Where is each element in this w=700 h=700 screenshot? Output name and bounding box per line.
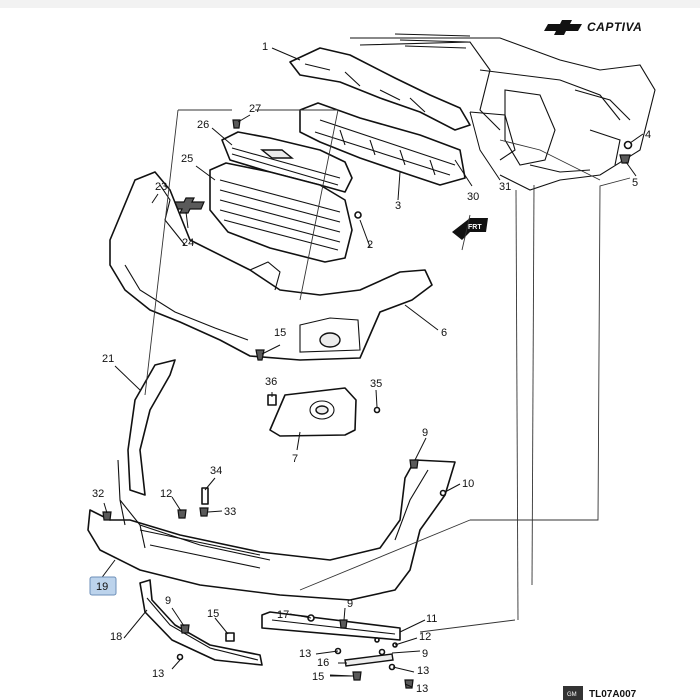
- callout-31: 31: [499, 181, 511, 193]
- callout-9-right: 9: [422, 648, 428, 660]
- callout-26: 26: [197, 119, 209, 131]
- fastener-part-4: [623, 140, 633, 150]
- callout-2: 2: [367, 239, 373, 251]
- brand-logo: CAPTIVA: [544, 20, 642, 35]
- callout-34: 34: [210, 465, 222, 477]
- lower-clips: [176, 614, 414, 689]
- callout-7: 7: [292, 453, 298, 465]
- callout-1: 1: [262, 41, 268, 53]
- callout-27: 27: [249, 103, 261, 115]
- screw-part-34: [201, 487, 209, 505]
- upper-absorber-part-1: [289, 47, 471, 131]
- energy-absorber-part-21: [127, 359, 176, 496]
- reference-block: GM TL07A007: [563, 686, 637, 700]
- callout-13-right-upper: 13: [417, 665, 429, 677]
- emblem-part-24: [168, 197, 205, 214]
- screw-part-35: [373, 406, 381, 414]
- front-direction-arrow: FRT: [452, 218, 488, 240]
- callout-12-left: 12: [160, 488, 172, 500]
- callout-13-middle: 13: [299, 648, 311, 660]
- reference-code: TL07A007: [589, 689, 637, 700]
- top-strip: [0, 0, 700, 8]
- assembly-reference-lines: [144, 109, 631, 633]
- lower-fascia-part-19: [87, 459, 456, 601]
- clip-part-32: [102, 511, 112, 521]
- deflector-strip-part-11: [261, 611, 401, 641]
- lower-grille-part-25: [209, 162, 353, 263]
- leader-lines: [99, 47, 644, 688]
- clip-part-12-left: [177, 509, 187, 519]
- callout-32: 32: [92, 488, 104, 500]
- callout-13-left: 13: [152, 668, 164, 680]
- callout-21: 21: [102, 353, 114, 365]
- callout-24: 24: [182, 237, 194, 249]
- callout-36: 36: [265, 376, 277, 388]
- callout-13-right-lower: 13: [416, 683, 428, 695]
- callout-3: 3: [395, 200, 401, 212]
- callout-35: 35: [370, 378, 382, 390]
- callout-19-highlight: 19: [89, 576, 117, 596]
- front-fascia-part-6: [109, 171, 433, 361]
- callout-9-middle: 9: [347, 598, 353, 610]
- fog-lamp-bezel-part-7: [269, 387, 357, 437]
- callout-30: 30: [467, 191, 479, 203]
- callout-33: 33: [224, 506, 236, 518]
- callout-11: 11: [426, 613, 437, 625]
- callout-16: 16: [317, 657, 329, 669]
- callout-10: 10: [462, 478, 474, 490]
- callout-18: 18: [110, 631, 122, 643]
- callout-5: 5: [632, 177, 638, 189]
- callout-15-lower: 15: [312, 671, 324, 683]
- gm-badge: GM: [567, 692, 577, 698]
- screw-part-10: [439, 489, 447, 497]
- callout-23: 23: [155, 181, 167, 193]
- callout-6: 6: [441, 327, 447, 339]
- clip-part-36: [267, 394, 277, 406]
- callout-12-right: 12: [419, 631, 431, 643]
- front-direction-label: FRT: [468, 224, 482, 231]
- callout-9-left: 9: [165, 595, 171, 607]
- callout-17: 17: [277, 609, 289, 621]
- callout-25: 25: [181, 153, 193, 165]
- callout-19: 19: [96, 581, 108, 593]
- upper-grille-part-26: [221, 131, 353, 193]
- strip-part-16: [344, 653, 394, 667]
- fastener-part-2: [354, 211, 362, 219]
- callout-labels: 1 2 3 4 5 6 7 9 10 12 34 33 32 21 15 36 …: [89, 41, 651, 695]
- radiator-support-structure: [350, 33, 656, 191]
- callout-9-upper: 9: [422, 427, 428, 439]
- chevrolet-bowtie-icon: [544, 20, 582, 35]
- callout-4: 4: [645, 129, 651, 141]
- bumper-impact-bar-part-3: [299, 102, 466, 186]
- brand-model: CAPTIVA: [587, 20, 642, 34]
- callout-15-middle: 15: [207, 608, 219, 620]
- clip-part-15-upper: [255, 349, 265, 361]
- fastener-part-5: [619, 154, 631, 164]
- callout-15-upper: 15: [274, 327, 286, 339]
- clip-part-9-upper: [409, 459, 419, 469]
- lower-deflector-part-18: [139, 579, 263, 666]
- clip-part-33: [199, 507, 209, 517]
